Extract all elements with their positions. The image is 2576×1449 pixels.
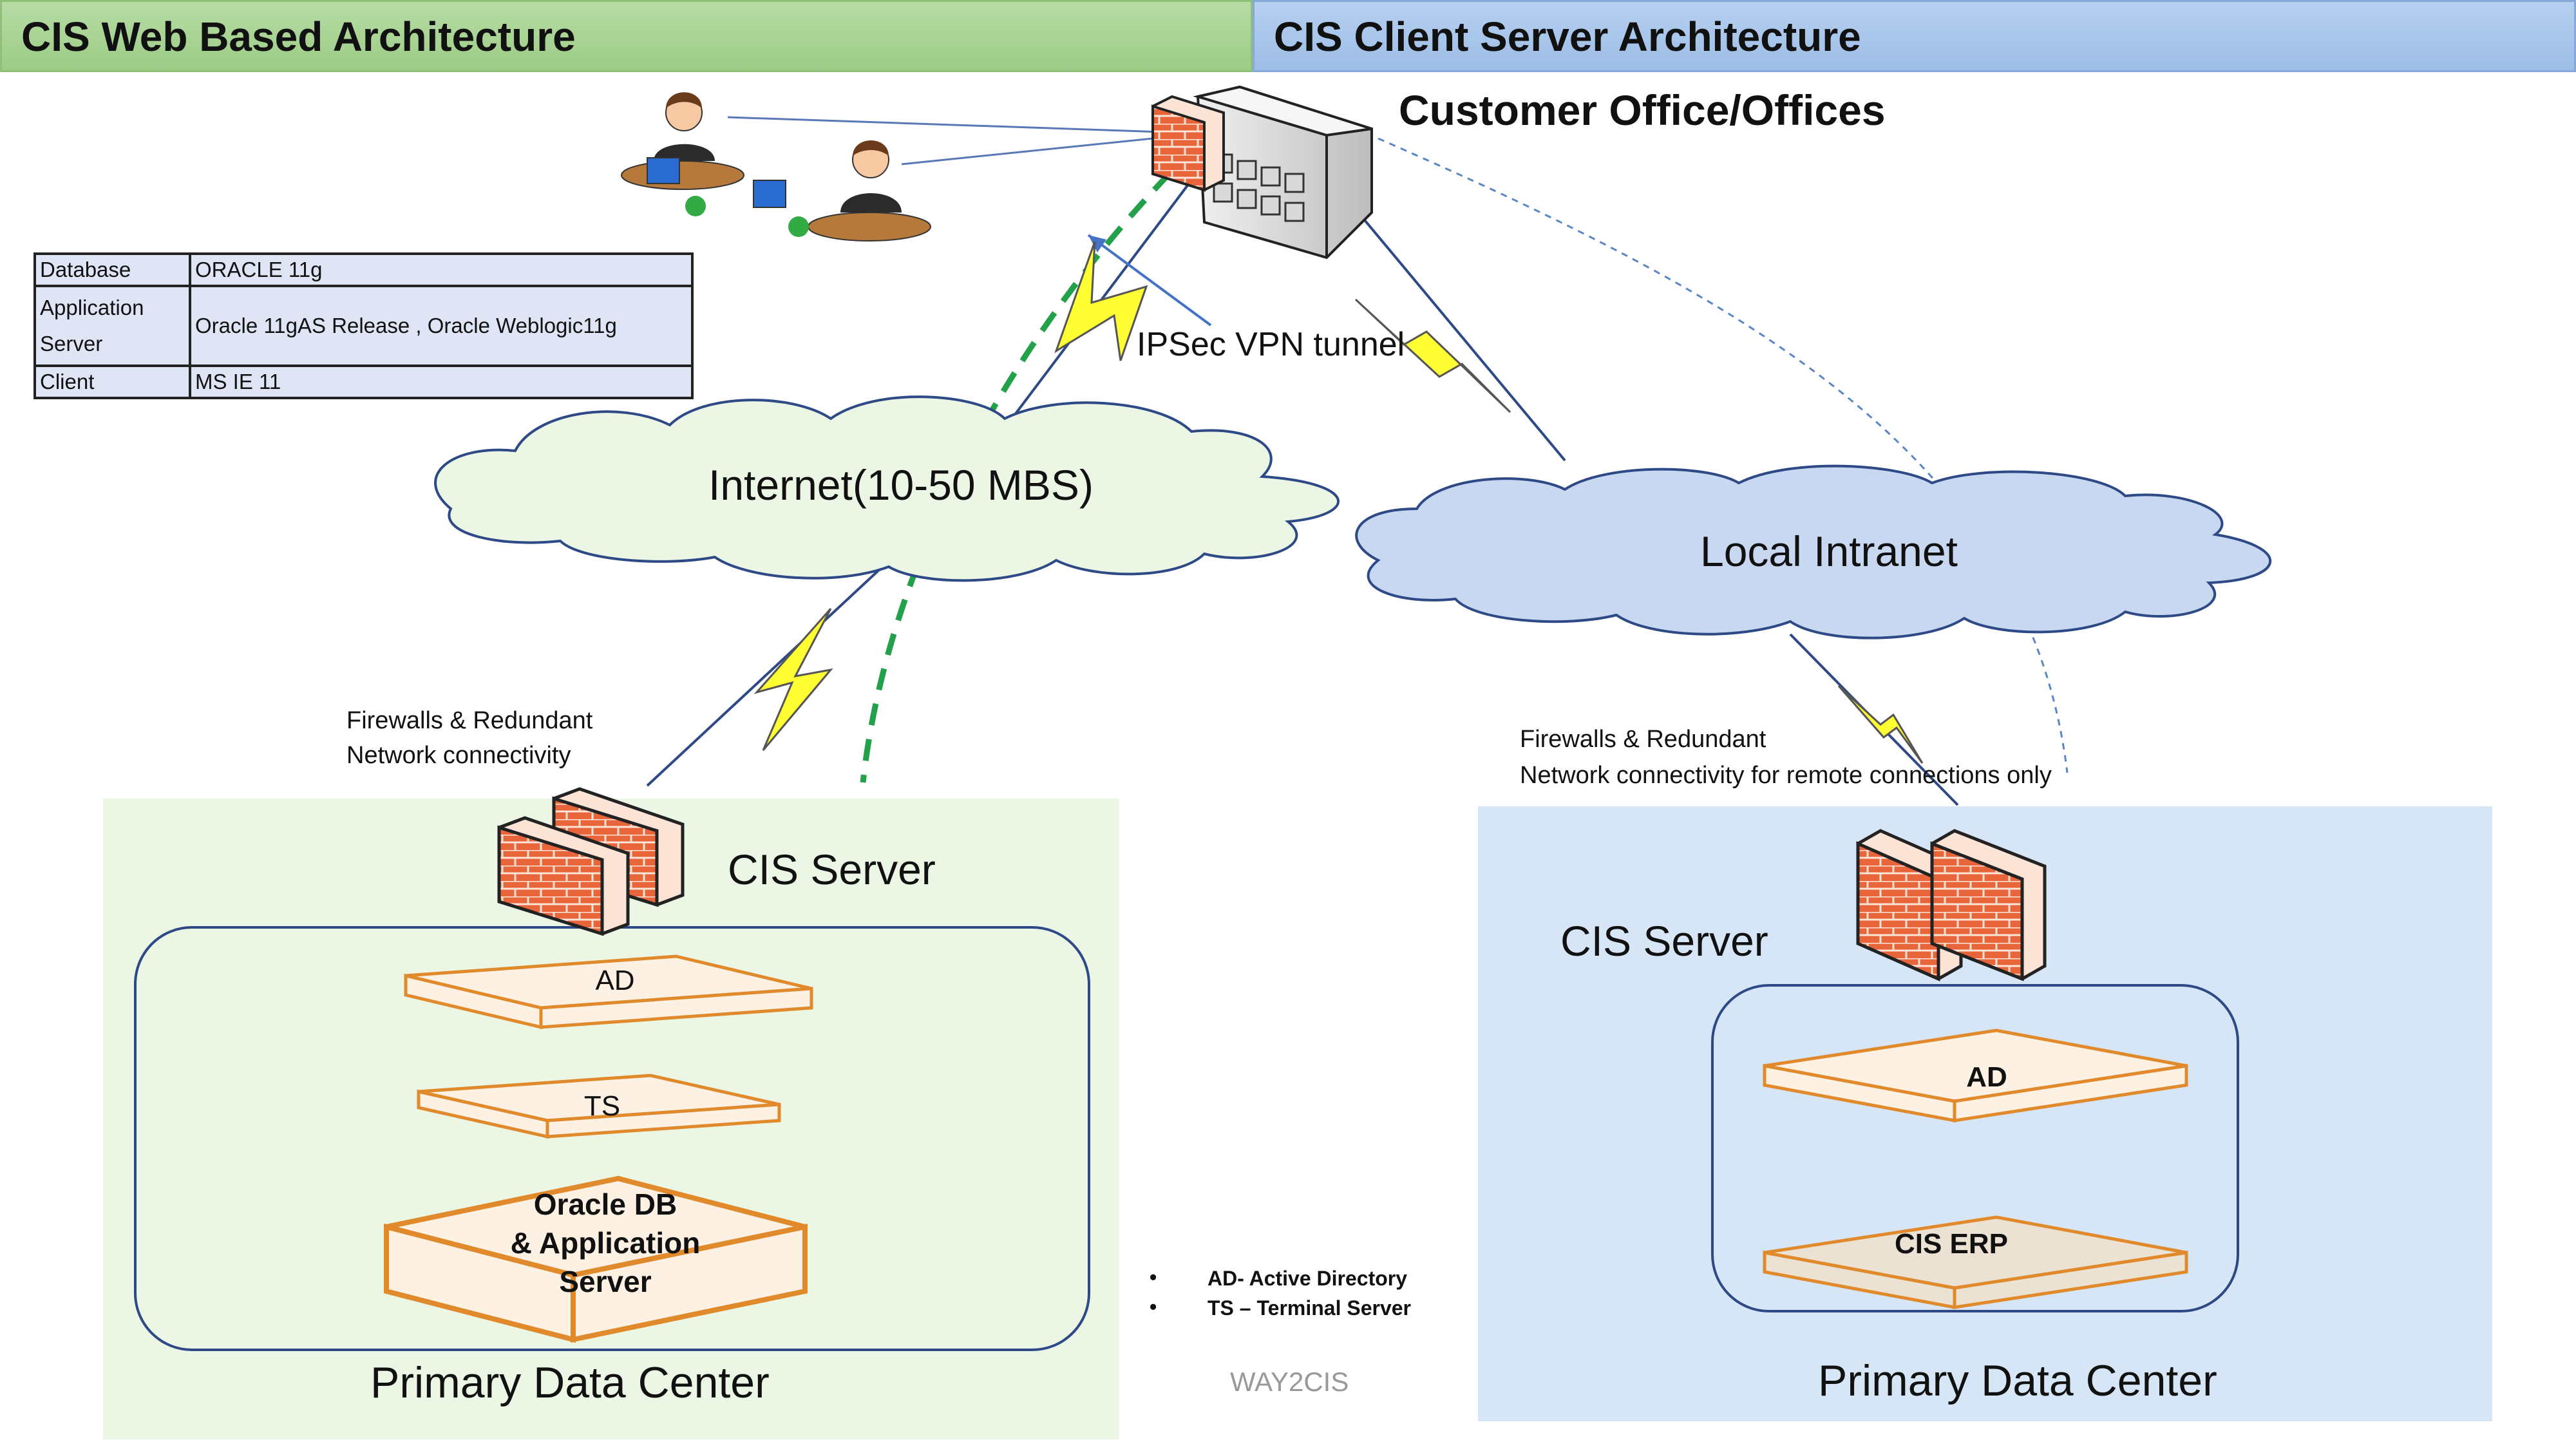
table-cell-key: Database xyxy=(33,252,191,287)
left-firewall-note-line2: Network connectivity xyxy=(346,742,571,769)
lightning-icon xyxy=(1837,685,1924,764)
table-cell-key: Application Server xyxy=(33,285,191,367)
watermark: WAY2CIS xyxy=(1230,1367,1349,1397)
server-label-erp: CIS ERP xyxy=(1894,1228,2009,1260)
lightning-icon xyxy=(753,608,833,751)
server-erp-icon xyxy=(1763,1215,2188,1310)
server-ts-icon xyxy=(417,1074,781,1139)
right-dc-footer: Primary Data Center xyxy=(1818,1356,2217,1405)
server-label-ts: TS xyxy=(583,1090,621,1122)
internet-cloud-icon xyxy=(434,395,1340,582)
lightning-icon xyxy=(1054,241,1148,361)
left-section-header: CIS Web Based Architecture xyxy=(0,0,1253,72)
server-oracle-icon xyxy=(384,1175,808,1343)
right-server-group-box xyxy=(1711,984,2239,1312)
table-row: Database ORACLE 11g xyxy=(33,252,694,287)
intranet-cloud-icon xyxy=(1355,464,2271,639)
table-cell-value: ORACLE 11g xyxy=(189,252,694,287)
intranet-cloud-label: Local Intranet xyxy=(1700,527,1958,575)
user-icon xyxy=(753,140,931,242)
user-icon xyxy=(621,92,744,216)
left-cis-server-title: CIS Server xyxy=(728,846,936,893)
internet-to-office-line xyxy=(1013,179,1193,417)
table-cell-key: Client xyxy=(33,365,191,399)
office-to-intranet-line xyxy=(1354,208,1566,462)
user-link-line xyxy=(901,137,1153,166)
legend-bullet: • xyxy=(1150,1265,1157,1289)
internet-cloud-label: Internet(10-50 MBS) xyxy=(708,461,1094,509)
office-firewall-icon xyxy=(1151,95,1225,192)
vpn-label-pointer xyxy=(1087,234,1212,327)
server-label-oracle-line2: & Application xyxy=(510,1226,701,1260)
legend-item-ts: TS – Terminal Server xyxy=(1208,1296,1411,1320)
vpn-label: IPSec VPN tunnel xyxy=(1137,326,1405,363)
office-building-icon xyxy=(1193,85,1373,260)
server-label-ad: AD xyxy=(1966,1061,2007,1093)
table-row: Client MS IE 11 xyxy=(33,365,694,399)
office-to-intranet-dashed-line xyxy=(1378,137,2069,773)
left-firewall-note-line1: Firewalls & Redundant xyxy=(346,707,593,734)
table-cell-value: Oracle 11gAS Release , Oracle Weblogic11… xyxy=(189,285,694,367)
lightning-icon xyxy=(1354,298,1511,413)
right-section-header: CIS Client Server Architecture xyxy=(1253,0,2576,72)
user-link-line xyxy=(727,116,1163,133)
legend-item-ad: AD- Active Directory xyxy=(1208,1267,1408,1290)
office-label: Customer Office/Offices xyxy=(1399,86,1886,134)
legend-bullet: • xyxy=(1150,1295,1157,1318)
info-table: Database ORACLE 11g Application Server O… xyxy=(33,252,694,399)
internet-to-dc-line xyxy=(646,569,880,787)
server-ad-icon xyxy=(1763,1028,2188,1123)
table-cell-value: MS IE 11 xyxy=(189,365,694,399)
left-dc-footer: Primary Data Center xyxy=(370,1358,770,1407)
right-firewall-note-line2: Network connectivity for remote connecti… xyxy=(1520,762,2052,789)
server-label-oracle-line3: Server xyxy=(559,1265,652,1298)
right-firewall-note-line1: Firewalls & Redundant xyxy=(1520,726,1766,753)
server-label-oracle-line1: Oracle DB xyxy=(533,1188,677,1221)
vpn-label-arrowhead xyxy=(1088,235,1106,252)
server-ad-icon xyxy=(404,954,813,1030)
server-label-ad: AD xyxy=(595,965,635,996)
right-cis-server-title: CIS Server xyxy=(1560,917,1768,965)
table-row: Application Server Oracle 11gAS Release … xyxy=(33,285,694,367)
left-dc-firewall-icon xyxy=(497,787,685,936)
right-dc-firewall-icon xyxy=(1856,829,2047,981)
